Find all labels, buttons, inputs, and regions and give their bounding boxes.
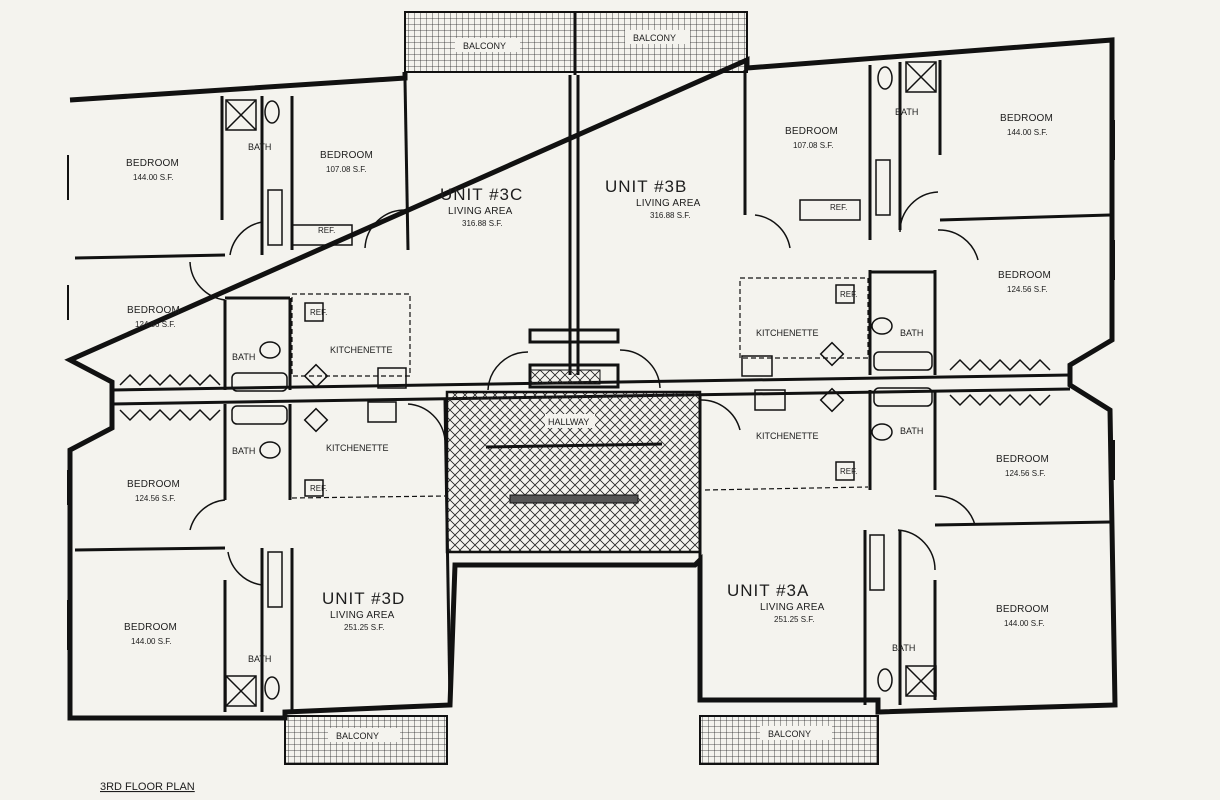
- balcony-label-4: BALCONY: [768, 729, 811, 739]
- bedroom-3a-se: BEDROOM: [996, 604, 1049, 615]
- unit-3d-living: LIVING AREA: [330, 610, 395, 621]
- balcony-label-2: BALCONY: [633, 33, 676, 43]
- bath-3b-lower: BATH: [900, 328, 923, 338]
- bedroom-3a-se-area: 144.00 S.F.: [1004, 619, 1044, 628]
- kitchenette-3b: KITCHENETTE: [756, 328, 819, 338]
- bedroom-3b-ne-area: 144.00 S.F.: [1007, 128, 1047, 137]
- balcony-labels: BALCONY BALCONY BALCONY BALCONY: [336, 33, 811, 741]
- ref-3b-closet: REF.: [830, 203, 847, 212]
- bedroom-3c-w-area: 124.56 S.F.: [135, 320, 175, 329]
- balcony-south-east: [699, 715, 879, 765]
- bedroom-3d-w-area: 124.56 S.F.: [135, 494, 175, 503]
- bedroom-3b-ne: BEDROOM: [1000, 113, 1053, 124]
- bedroom-3d-sw: BEDROOM: [124, 622, 177, 633]
- unit-3a-name: UNIT #3A: [727, 581, 809, 600]
- bedroom-3c-nw: BEDROOM: [126, 158, 179, 169]
- ref-3c-closet: REF.: [318, 226, 335, 235]
- bedroom-3a-e: BEDROOM: [996, 454, 1049, 465]
- bedroom-3d-sw-area: 144.00 S.F.: [131, 637, 171, 646]
- bath-3b-upper: BATH: [895, 107, 918, 117]
- bath-3c-upper: BATH: [248, 142, 271, 152]
- ref-3d-kitchen: REF.: [310, 484, 327, 493]
- unit-3b-name: UNIT #3B: [605, 177, 687, 196]
- interior-walls: [74, 12, 1111, 712]
- bath-3a-upper: BATH: [900, 426, 923, 436]
- unit-3d-name: UNIT #3D: [322, 589, 405, 608]
- unit-3b-sf: 316.88 S.F.: [650, 211, 690, 220]
- unit-3a-living: LIVING AREA: [760, 602, 825, 613]
- ref-3a-kitchen: REF.: [840, 467, 857, 476]
- plan-title: 3RD FLOOR PLAN: [100, 781, 195, 793]
- bath-3c-lower: BATH: [232, 352, 255, 362]
- window-marks: [67, 120, 1115, 650]
- unit-3b-living: LIVING AREA: [636, 198, 701, 209]
- bedroom-3d-w: BEDROOM: [127, 479, 180, 490]
- unit-3b-labels: UNIT #3B LIVING AREA 316.88 S.F. BEDROOM…: [605, 107, 1053, 338]
- unit-3d-labels: UNIT #3D LIVING AREA 251.25 S.F. BATH KI…: [124, 443, 405, 664]
- unit-3c-living: LIVING AREA: [448, 206, 513, 217]
- unit-3d-sf: 251.25 S.F.: [344, 623, 384, 632]
- hallway-label: HALLWAY: [548, 417, 589, 427]
- bath-3d-upper: BATH: [232, 446, 255, 456]
- bedroom-3c-nw-area: 144.00 S.F.: [133, 173, 173, 182]
- unit-3c-name: UNIT #3C: [440, 185, 523, 204]
- bedroom-3b-e: BEDROOM: [998, 270, 1051, 281]
- bath-3a-lower: BATH: [892, 643, 915, 653]
- kitchenette-3d: KITCHENETTE: [326, 443, 389, 453]
- fixtures: [119, 61, 1051, 707]
- kitchenette-3a: KITCHENETTE: [756, 431, 819, 441]
- balcony-label-1: BALCONY: [463, 41, 506, 51]
- bedroom-3c-n-area: 107.08 S.F.: [326, 165, 366, 174]
- unit-3c-labels: UNIT #3C LIVING AREA 316.88 S.F. BEDROOM…: [126, 142, 523, 362]
- balcony-south-west: [284, 715, 448, 765]
- kitchen-counters: [291, 277, 869, 499]
- hallway: [445, 369, 702, 554]
- balcony-label-3: BALCONY: [336, 731, 379, 741]
- bedroom-3b-e-area: 124.56 S.F.: [1007, 285, 1047, 294]
- unit-3a-labels: UNIT #3A LIVING AREA 251.25 S.F. KITCHEN…: [727, 426, 1049, 653]
- unit-3a-sf: 251.25 S.F.: [774, 615, 814, 624]
- bath-3d-lower: BATH: [248, 654, 271, 664]
- bedroom-3c-n: BEDROOM: [320, 150, 373, 161]
- bedroom-3c-w: BEDROOM: [127, 305, 180, 316]
- ref-3c-kitchen: REF.: [310, 308, 327, 317]
- bedroom-3b-n-area: 107.08 S.F.: [793, 141, 833, 150]
- ref-3b-kitchen: REF.: [840, 290, 857, 299]
- bedroom-3a-e-area: 124.56 S.F.: [1005, 469, 1045, 478]
- bedroom-3b-n: BEDROOM: [785, 126, 838, 137]
- unit-3c-sf: 316.88 S.F.: [462, 219, 502, 228]
- kitchenette-3c: KITCHENETTE: [330, 345, 393, 355]
